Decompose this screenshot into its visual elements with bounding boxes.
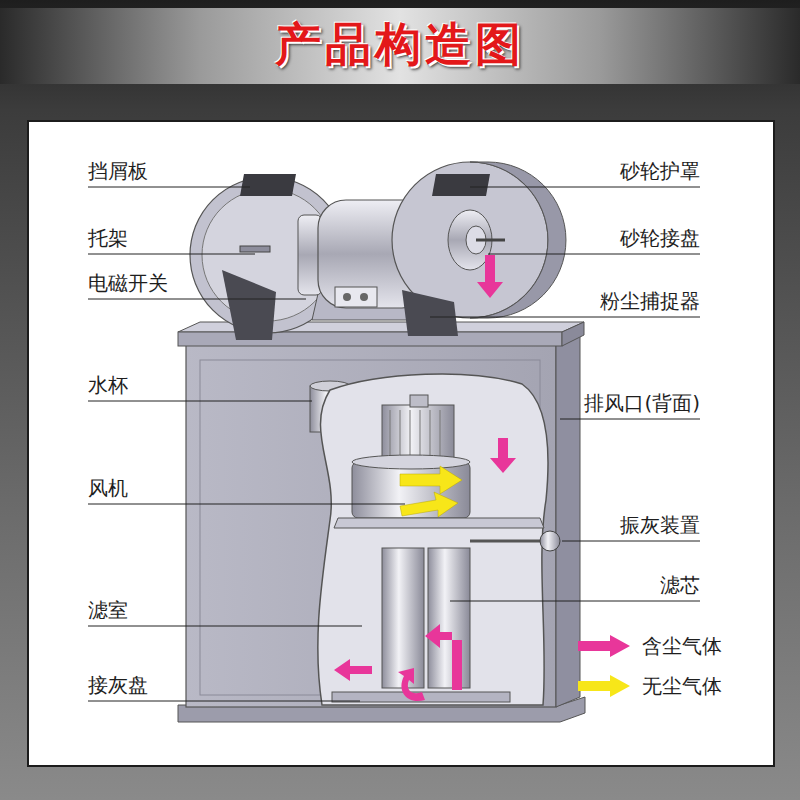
part-label: 砂轮接盘 — [620, 226, 700, 250]
part-label: 砂轮护罩 — [620, 159, 700, 183]
legend-item: 无尘气体 — [578, 673, 722, 699]
legend-swatch — [578, 675, 630, 697]
diagram-title: 产品构造图 — [0, 14, 800, 74]
legend-swatch — [578, 635, 630, 657]
part-label: 电磁开关 — [88, 271, 168, 295]
legend-item: 含尘气体 — [578, 633, 722, 659]
legend-arrow — [578, 635, 630, 657]
part-label: 挡屑板 — [88, 159, 148, 183]
part-label: 滤室 — [88, 598, 128, 622]
legend-text: 含尘气体 — [642, 634, 722, 658]
part-label: 排风口(背面) — [584, 391, 700, 415]
part-label: 托架 — [88, 226, 128, 250]
part-label: 滤芯 — [660, 573, 700, 597]
part-label: 振灰装置 — [620, 513, 700, 537]
part-label: 粉尘捕捉器 — [600, 289, 700, 313]
part-label: 水杯 — [88, 373, 128, 397]
part-label: 风机 — [88, 476, 128, 500]
legend-arrow — [578, 675, 630, 697]
part-label: 接灰盘 — [88, 673, 148, 697]
legend-text: 无尘气体 — [642, 674, 722, 698]
